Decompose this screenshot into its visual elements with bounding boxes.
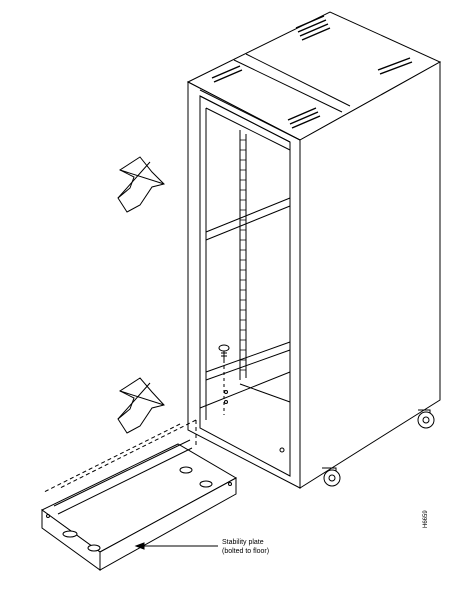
callout-line-2: (bolted to floor): [222, 548, 270, 555]
mounting-rail: [239, 130, 247, 380]
stability-plate-callout: Stability plate (bolted to floor): [222, 538, 269, 556]
vent-grille-2: [211, 65, 243, 83]
caster-front: [322, 467, 341, 487]
callout-arrowhead: [134, 542, 145, 550]
callout-line-1: Stability plate: [222, 539, 264, 546]
vent-grille-1: [295, 15, 331, 41]
vent-grille-3: [377, 57, 413, 75]
direction-arrow-upper: [117, 156, 165, 213]
rack-cabinet: [186, 11, 442, 489]
direction-arrow-lower: [117, 377, 165, 434]
stability-plate: [41, 439, 238, 571]
figure-id: H6659: [423, 510, 429, 528]
caster-rear: [417, 409, 435, 429]
floor-bolt: [218, 344, 230, 415]
projection-lines: [43, 419, 197, 493]
vent-grille-4: [287, 107, 321, 129]
